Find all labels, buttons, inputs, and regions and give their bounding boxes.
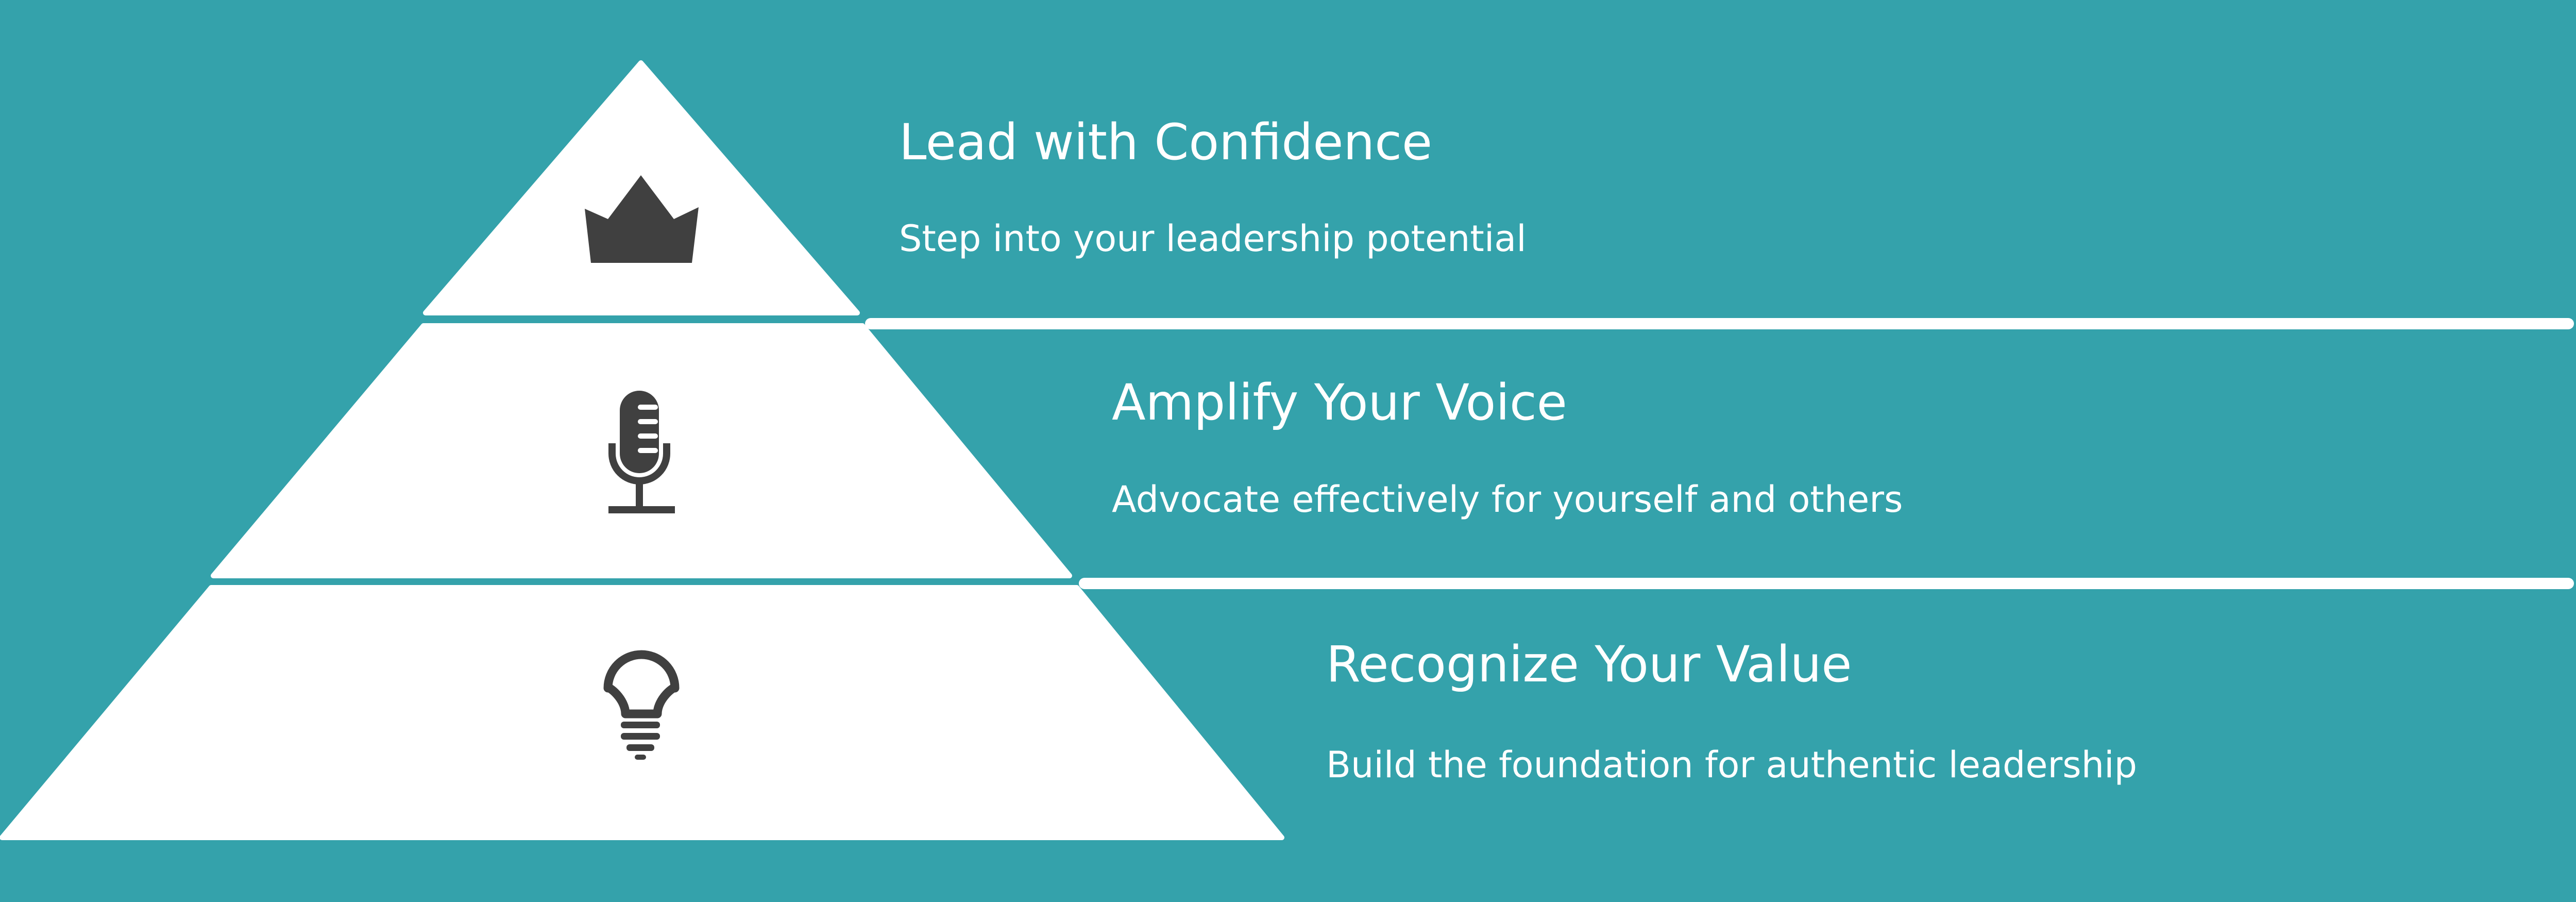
microphone-icon <box>608 391 675 513</box>
tier-subtitle-foundation: Build the foundation for authentic leade… <box>1326 744 2138 786</box>
tier-subtitle-advocate: Advocate effectively for yourself and ot… <box>1112 478 1903 521</box>
tier-title-recognize-your-value: Recognize Your Value <box>1326 636 1852 693</box>
tier-title-lead-with-confidence: Lead with Confidence <box>899 113 1433 171</box>
tier-subtitle-leadership-potential: Step into your leadership potential <box>899 218 1527 260</box>
crown-icon <box>585 175 699 263</box>
lightbulb-icon <box>603 650 680 760</box>
tier-title-amplify-your-voice: Amplify Your Voice <box>1112 374 1567 431</box>
